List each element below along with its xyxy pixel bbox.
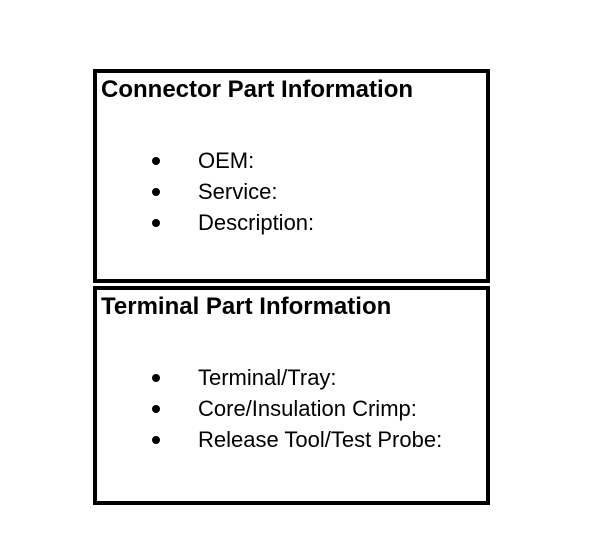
bullet-icon xyxy=(152,404,160,413)
list-item: OEM: xyxy=(97,145,486,176)
connector-field-list: OEM: Service: Description: xyxy=(97,145,486,238)
field-label-oem: OEM: xyxy=(198,148,255,173)
field-label-description: Description: xyxy=(198,210,315,235)
field-label-release-tool-test-probe: Release Tool/Test Probe: xyxy=(198,427,443,452)
terminal-panel-title: Terminal Part Information xyxy=(101,293,392,320)
list-item: Release Tool/Test Probe: xyxy=(97,424,486,455)
bullet-icon xyxy=(152,435,160,444)
list-item: Description: xyxy=(97,207,486,238)
field-label-service: Service: xyxy=(198,179,278,204)
connector-panel-title: Connector Part Information xyxy=(101,76,414,103)
terminal-field-list: Terminal/Tray: Core/Insulation Crimp: Re… xyxy=(97,362,486,455)
list-item: Core/Insulation Crimp: xyxy=(97,393,486,424)
terminal-part-information-panel: Terminal Part Information Terminal/Tray:… xyxy=(93,286,490,505)
bullet-icon xyxy=(152,373,160,382)
bullet-icon xyxy=(152,156,160,165)
bullet-icon xyxy=(152,218,160,227)
connector-part-information-panel: Connector Part Information OEM: Service:… xyxy=(93,69,490,283)
list-item: Service: xyxy=(97,176,486,207)
bullet-icon xyxy=(152,187,160,196)
field-label-terminal-tray: Terminal/Tray: xyxy=(198,365,337,390)
field-label-core-insulation-crimp: Core/Insulation Crimp: xyxy=(198,396,417,421)
list-item: Terminal/Tray: xyxy=(97,362,486,393)
